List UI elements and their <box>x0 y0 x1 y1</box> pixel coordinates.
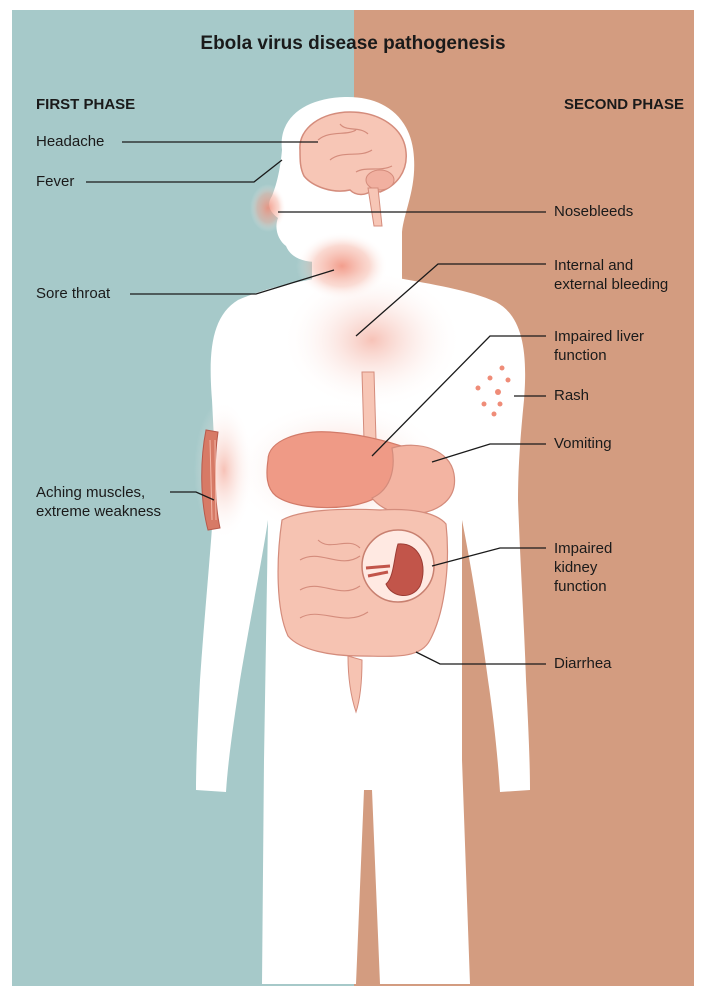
label-sore-throat: Sore throat <box>36 284 110 303</box>
diagram-title: Ebola virus disease pathogenesis <box>0 33 706 55</box>
label-rash: Rash <box>554 386 589 405</box>
second-phase-heading: SECOND PHASE <box>564 96 684 113</box>
label-kidney-line1: Impaired <box>554 539 612 558</box>
label-bleeding: Internal and external bleeding <box>554 256 668 294</box>
label-liver-line1: Impaired liver <box>554 327 644 346</box>
fever-glow <box>250 184 286 232</box>
label-aching-muscles-line1: Aching muscles, <box>36 483 161 502</box>
label-fever: Fever <box>36 172 74 191</box>
label-headache: Headache <box>36 132 104 151</box>
label-liver: Impaired liver function <box>554 327 644 365</box>
esophagus-icon <box>362 372 376 440</box>
kidney-icon <box>362 530 434 602</box>
label-kidney: Impaired kidney function <box>554 539 612 596</box>
label-liver-line2: function <box>554 346 644 365</box>
fever-leader <box>86 160 282 182</box>
label-bleeding-line2: external bleeding <box>554 275 668 294</box>
label-kidney-line3: function <box>554 577 612 596</box>
label-bleeding-line1: Internal and <box>554 256 668 275</box>
label-aching-muscles-line2: extreme weakness <box>36 502 161 521</box>
label-vomiting: Vomiting <box>554 434 612 453</box>
label-diarrhea: Diarrhea <box>554 654 612 673</box>
label-kidney-line2: kidney <box>554 558 612 577</box>
first-phase-heading: FIRST PHASE <box>36 96 135 113</box>
label-nosebleeds: Nosebleeds <box>554 202 633 221</box>
label-aching-muscles: Aching muscles, extreme weakness <box>36 483 161 521</box>
